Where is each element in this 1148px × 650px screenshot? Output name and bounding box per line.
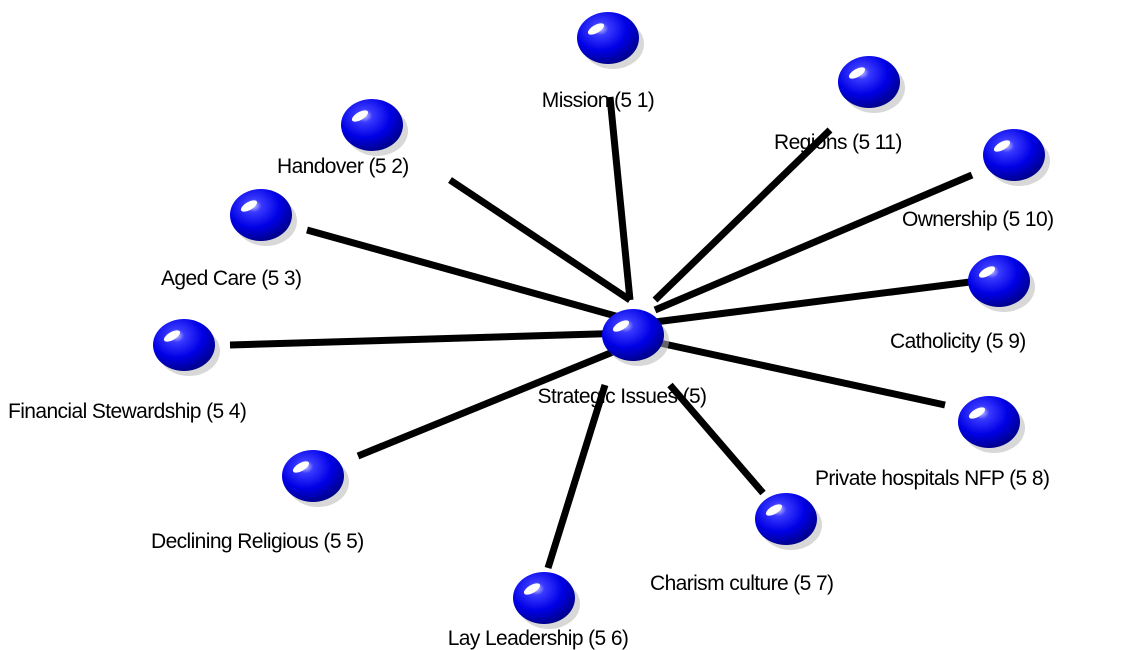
label-mission[interactable]: Mission (5 1)	[542, 89, 655, 112]
edge-private-hospitals	[654, 338, 946, 409]
node-labels: Strategic Issues (5) Mission (5 1) Hando…	[8, 89, 1054, 650]
node-catholicity[interactable]	[968, 255, 1035, 312]
edge-mission	[606, 96, 634, 301]
edge-regions	[652, 127, 833, 303]
node-financial-stewardship[interactable]	[153, 319, 220, 376]
edge-aged-care	[306, 226, 631, 324]
label-catholicity[interactable]: Catholicity (5 9)	[890, 330, 1026, 353]
node-center[interactable]	[602, 309, 669, 366]
label-ownership[interactable]: Ownership (5 10)	[902, 208, 1054, 231]
label-aged-care[interactable]: Aged Care (5 3)	[161, 267, 302, 290]
edge-ownership	[653, 171, 974, 314]
label-declining-religious[interactable]: Declining Religious (5 5)	[151, 530, 364, 553]
label-regions[interactable]: Regions (5 11)	[774, 131, 902, 154]
node-handover[interactable]	[341, 99, 408, 156]
edge-handover	[448, 177, 632, 303]
node-balls	[153, 12, 1050, 629]
edge-catholicity	[654, 278, 971, 326]
edge-lay-leadership	[544, 383, 609, 570]
edges	[229, 96, 974, 570]
node-declining-religious[interactable]	[282, 450, 349, 507]
node-lay-leadership[interactable]	[513, 572, 580, 629]
label-private-hospitals[interactable]: Private hospitals NFP (5 8)	[815, 467, 1050, 490]
label-handover[interactable]: Handover (5 2)	[277, 155, 409, 178]
edge-financial-stewardship	[229, 329, 631, 349]
node-regions[interactable]	[838, 56, 905, 113]
node-aged-care[interactable]	[230, 189, 297, 246]
label-lay-leadership[interactable]: Lay Leadership (5 6)	[448, 627, 629, 650]
label-center[interactable]: Strategic Issues (5)	[538, 385, 708, 408]
label-charism-culture[interactable]: Charism culture (5 7)	[650, 572, 834, 595]
edge-declining-religious	[356, 341, 632, 460]
edge-charism-culture	[667, 382, 766, 496]
label-financial-stewardship[interactable]: Financial Stewardship (5 4)	[8, 400, 247, 423]
node-ownership[interactable]	[983, 129, 1050, 186]
node-private-hospitals[interactable]	[958, 396, 1025, 453]
node-mission[interactable]	[577, 12, 644, 69]
node-charism-culture[interactable]	[755, 493, 822, 550]
